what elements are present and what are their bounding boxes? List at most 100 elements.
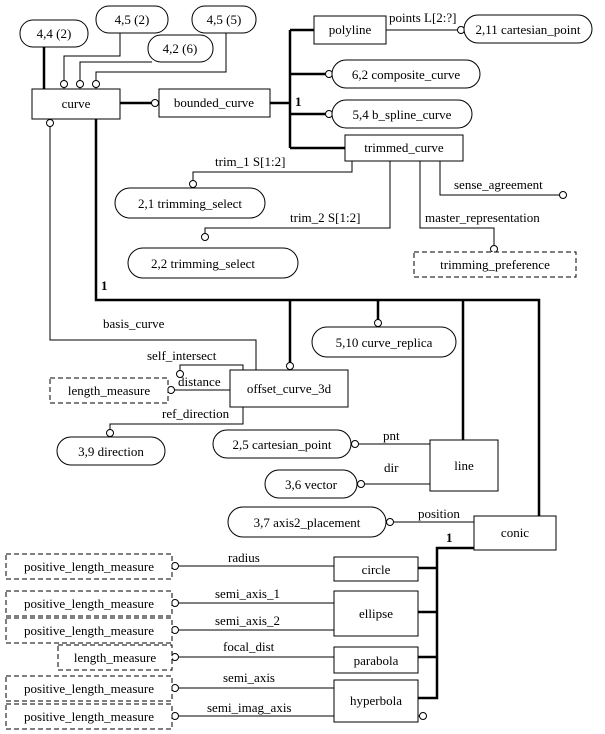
type-label: length_measure [68, 383, 151, 398]
connector-basis-curve [49, 126, 257, 370]
page-ref-p37[interactable]: 3,7 axis2_placement [227, 506, 387, 538]
relation-label-position: position [418, 506, 460, 521]
entity-label: hyperbola [350, 693, 402, 708]
end-circle [201, 233, 209, 241]
cardinality-marker: 1 [101, 278, 108, 293]
page-ref-p21[interactable]: 2,1 trimming_select [114, 187, 266, 219]
page-ref-label: 4,5 (2) [115, 12, 150, 27]
type-length-measure-1[interactable]: length_measure [49, 377, 169, 404]
end-circle [171, 653, 179, 661]
type-label: positive_length_measure [24, 681, 154, 696]
connector-self-intersect [179, 364, 244, 371]
relation-label-pnt: pnt [383, 428, 400, 443]
page-ref-p510[interactable]: 5,10 curve_replica [311, 326, 457, 358]
page-ref-label: 5,10 curve_replica [336, 335, 433, 350]
entity-ellipse[interactable]: ellipse [333, 590, 419, 637]
relation-label-self-intersect: self_intersect [147, 348, 217, 363]
page-ref-label: 3,9 direction [78, 444, 144, 459]
entity-trimmed-curve[interactable]: trimmed_curve [344, 134, 464, 162]
page-ref-p42[interactable]: 4,2 (6) [147, 34, 214, 63]
page-ref-p45b[interactable]: 4,5 (5) [191, 5, 257, 34]
connector-ref-direction [109, 407, 244, 430]
type-trimming-preference[interactable]: trimming_preference [413, 251, 577, 278]
type-positive-length-measure-5[interactable]: positive_length_measure [5, 703, 173, 730]
end-circle [374, 319, 382, 327]
end-circle [76, 80, 84, 88]
entity-offset-curve-3d[interactable]: offset_curve_3d [229, 369, 349, 408]
end-circle [386, 518, 394, 526]
entity-curve[interactable]: curve [31, 88, 121, 120]
entity-polyline[interactable]: polyline [313, 15, 387, 45]
end-circle [189, 180, 197, 188]
relation-label-sense: sense_agreement [454, 177, 543, 192]
page-ref-p22[interactable]: 2,2 trimming_select [127, 247, 299, 279]
connector-trim1 [192, 160, 353, 181]
end-circle [419, 712, 427, 720]
end-circle [325, 110, 333, 118]
page-ref-p36[interactable]: 3,6 vector [264, 469, 358, 499]
page-ref-label: 2,11 cartesian_point [476, 22, 581, 37]
end-circle [351, 440, 359, 448]
entity-hyperbola[interactable]: hyperbola [333, 679, 419, 723]
type-label: trimming_preference [440, 257, 550, 272]
end-circle [106, 429, 114, 437]
end-circle [167, 386, 175, 394]
entity-parabola[interactable]: parabola [333, 646, 419, 674]
page-ref-p211[interactable]: 2,11 cartesian_point [463, 14, 593, 44]
end-circle [46, 119, 54, 127]
page-ref-p54[interactable]: 5,4 b_spline_curve [331, 99, 473, 129]
entity-label: circle [362, 562, 391, 577]
type-label: positive_length_measure [24, 709, 154, 724]
entity-label: bounded_curve [174, 95, 254, 110]
entity-circle[interactable]: circle [333, 556, 419, 582]
cardinality-marker: 1 [295, 94, 302, 109]
entity-label: parabola [354, 653, 399, 668]
relation-label-focal-dist: focal_dist [223, 639, 275, 654]
type-positive-length-measure-4[interactable]: positive_length_measure [5, 675, 173, 702]
relation-label-semi-axis-2: semi_axis_2 [215, 613, 280, 628]
end-circle [286, 362, 294, 370]
page-ref-label: 2,2 trimming_select [151, 256, 255, 271]
page-ref-p44[interactable]: 4,4 (2) [19, 19, 89, 48]
type-positive-length-measure-1[interactable]: positive_length_measure [5, 553, 173, 580]
entity-label: polyline [329, 22, 372, 37]
page-ref-label: 4,5 (5) [207, 12, 242, 27]
page-ref-p62[interactable]: 6,2 composite_curve [331, 59, 481, 89]
end-circle [171, 562, 179, 570]
end-circle [171, 712, 179, 720]
relation-label-distance: distance [178, 374, 221, 389]
end-circle [559, 191, 567, 199]
type-label: length_measure [74, 650, 157, 665]
type-positive-length-measure-2[interactable]: positive_length_measure [5, 590, 173, 617]
page-ref-label: 2,1 trimming_select [138, 196, 242, 211]
page-ref-p25[interactable]: 2,5 cartesian_point [212, 429, 352, 459]
end-circle [457, 26, 465, 34]
page-ref-p45a[interactable]: 4,5 (2) [95, 5, 169, 34]
type-label: positive_length_measure [24, 623, 154, 638]
page-ref-label: 2,5 cartesian_point [233, 437, 332, 452]
relation-label-dir: dir [384, 460, 399, 475]
relation-label-trim2: trim_2 S[1:2] [290, 210, 360, 225]
entity-label: trimmed_curve [364, 140, 444, 155]
type-positive-length-measure-3[interactable]: positive_length_measure [5, 617, 173, 644]
connector-master [419, 160, 495, 246]
end-circle [151, 99, 159, 107]
entity-label: ellipse [359, 606, 393, 621]
page-ref-p39[interactable]: 3,9 direction [56, 436, 166, 466]
type-label: positive_length_measure [24, 596, 154, 611]
relation-label-radius: radius [228, 550, 260, 565]
page-ref-label: 3,7 axis2_placement [254, 515, 361, 530]
entity-bounded-curve[interactable]: bounded_curve [158, 88, 271, 118]
entity-conic[interactable]: conic [473, 515, 557, 551]
type-length-measure-2[interactable]: length_measure [57, 644, 173, 671]
relation-label-semi-axis: semi_axis [223, 670, 275, 685]
entity-line[interactable]: line [429, 439, 499, 492]
connector-sense [439, 160, 560, 196]
type-label: positive_length_measure [24, 559, 154, 574]
entity-label: conic [501, 525, 529, 540]
end-circle [92, 80, 100, 88]
page-ref-label: 6,2 composite_curve [352, 67, 461, 82]
end-circle [357, 480, 365, 488]
page-ref-label: 4,4 (2) [37, 26, 72, 41]
